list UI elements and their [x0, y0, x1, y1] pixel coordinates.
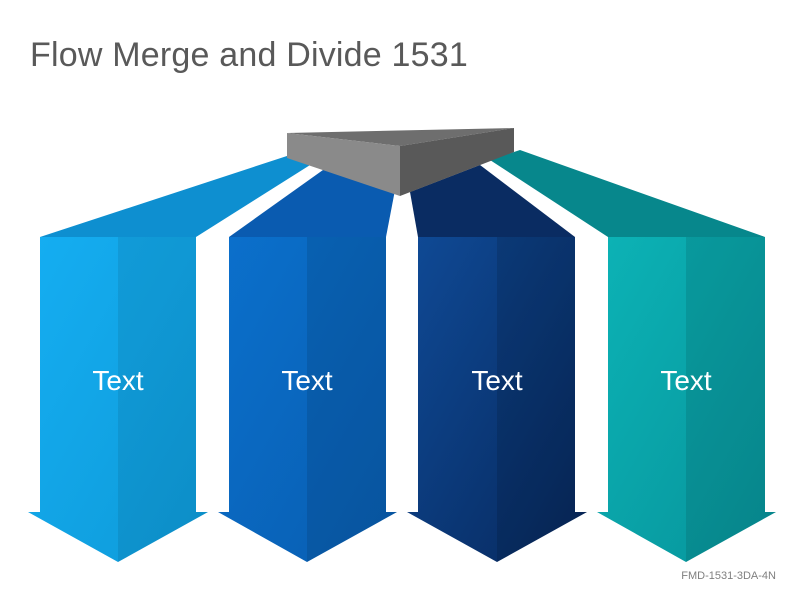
arrow-2-label: Text — [281, 365, 333, 396]
arrow-3-shade — [497, 237, 587, 562]
arrow-1-label: Text — [92, 365, 144, 396]
page-title: Flow Merge and Divide 1531 — [30, 36, 468, 74]
arrow-2-body — [218, 237, 397, 562]
slide-code: FMD-1531-3DA-4N — [681, 570, 776, 582]
arrow-4-body — [597, 237, 776, 562]
flow-arrow-2: Text — [218, 165, 397, 562]
arrow-3-label: Text — [471, 365, 523, 396]
hub-left-face — [287, 133, 400, 196]
arrow-1-body — [28, 237, 208, 562]
arrow-3-body — [407, 237, 587, 562]
arrow-4-label: Text — [660, 365, 712, 396]
hub-top — [287, 128, 514, 146]
arrow-3-ribbon — [410, 165, 575, 237]
arrow-1-ribbon — [40, 155, 318, 237]
flow-arrow-1: Text — [28, 155, 318, 562]
merge-hub — [287, 128, 514, 196]
arrow-2-ribbon — [229, 165, 395, 237]
arrow-2-shade — [307, 237, 397, 562]
arrow-4-shade — [686, 237, 776, 562]
hub-right-face — [400, 128, 514, 196]
flow-arrow-3: Text — [407, 165, 587, 562]
arrow-4-ribbon — [490, 150, 765, 237]
flow-arrow-4: Text — [490, 150, 776, 562]
arrow-1-shade — [118, 237, 208, 562]
